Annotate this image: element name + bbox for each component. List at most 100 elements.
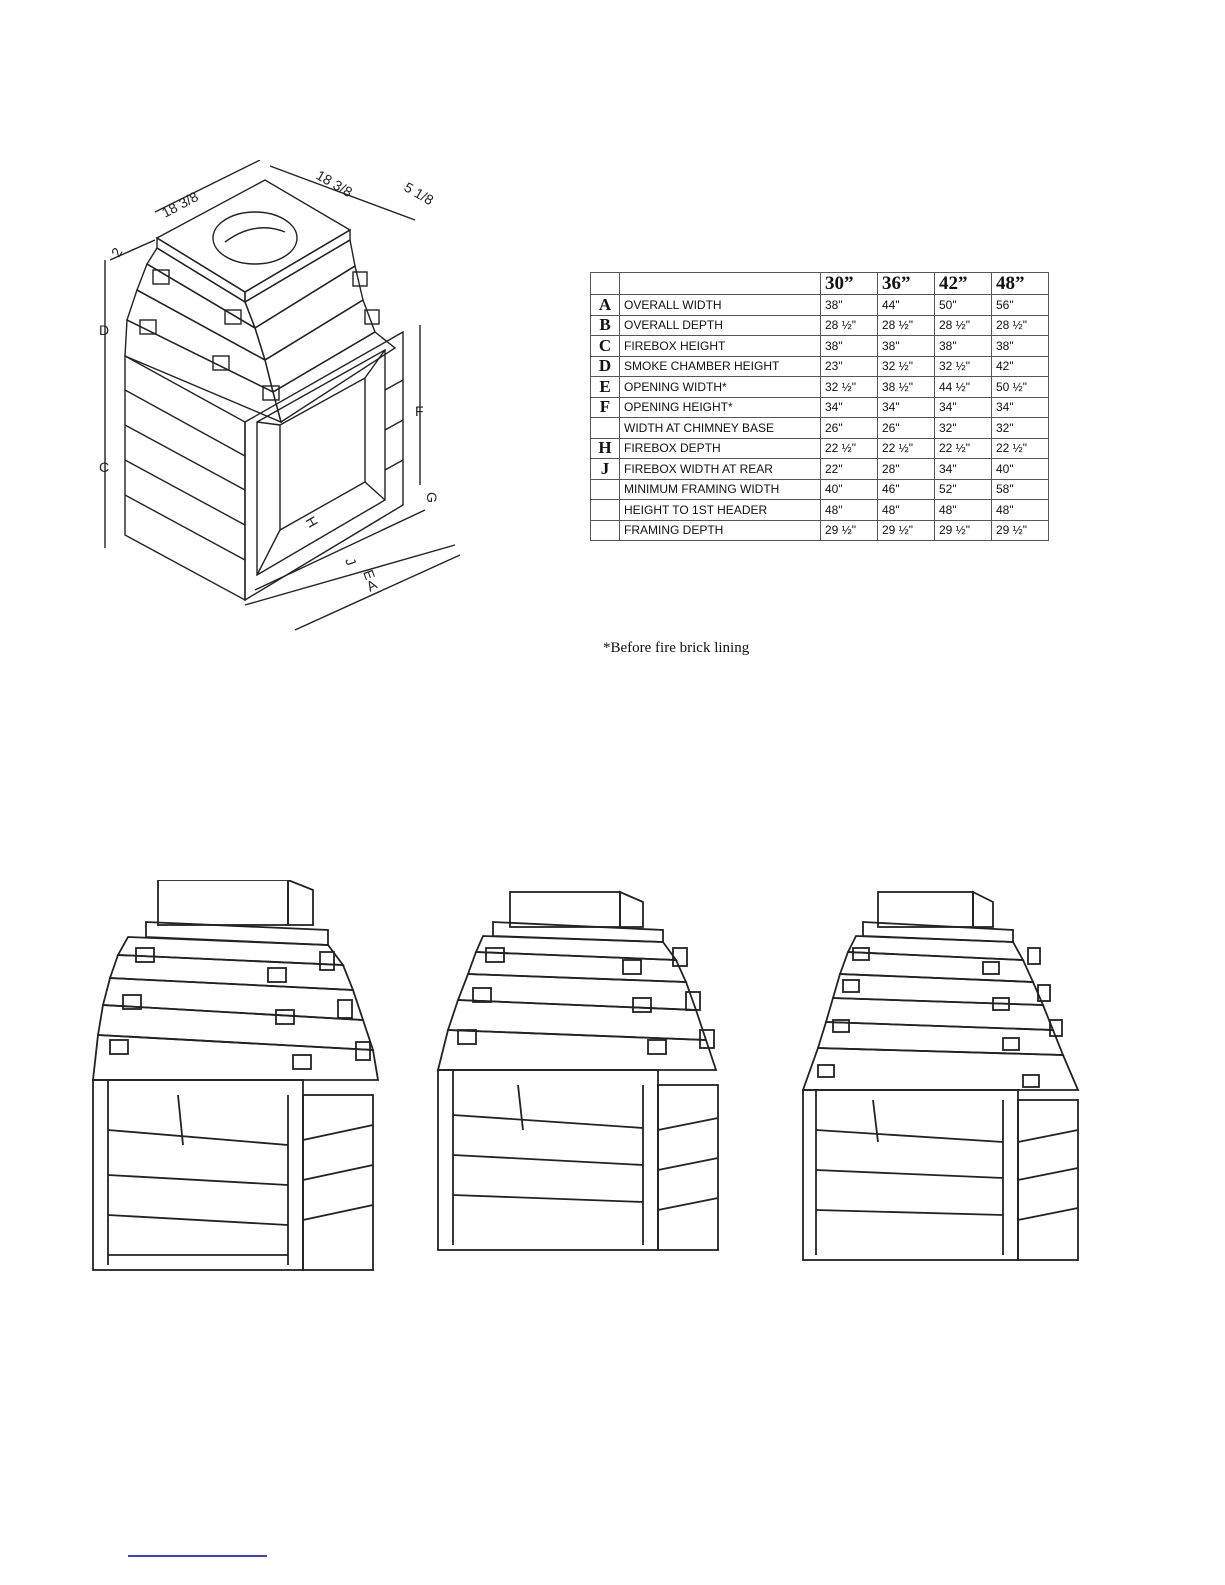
- row-value: 42": [991, 355, 1049, 377]
- row-value: 50 ½": [991, 376, 1049, 398]
- row-value: 28 ½": [877, 314, 935, 336]
- row-value: 32": [991, 417, 1049, 439]
- dim-f: F: [415, 403, 424, 419]
- footnote: *Before fire brick lining: [603, 640, 750, 656]
- row-value: 34": [991, 396, 1049, 418]
- row-label: OVERALL WIDTH: [619, 294, 821, 316]
- row-value: 44": [877, 294, 935, 316]
- front-view-2: [436, 890, 719, 1251]
- row-letter: F: [590, 396, 620, 418]
- row-label: FRAMING DEPTH: [619, 519, 821, 541]
- row-label: SMOKE CHAMBER HEIGHT: [619, 355, 821, 377]
- dim-j: J: [342, 556, 359, 568]
- row-value: 34": [877, 396, 935, 418]
- table-header-row: 30” 36” 42” 48”: [590, 272, 1049, 295]
- dim-c: C: [99, 459, 109, 475]
- row-letter: A: [590, 294, 620, 316]
- row-value: 48": [934, 499, 992, 521]
- row-value: 46": [877, 478, 935, 500]
- row-value: 26": [820, 417, 878, 439]
- row-value: 22": [820, 458, 878, 480]
- row-value: 34": [934, 458, 992, 480]
- row-value: 38 ½": [877, 376, 935, 398]
- row-value: 38": [991, 335, 1049, 357]
- row-letter: C: [590, 335, 620, 357]
- header-size-36: 36”: [877, 272, 935, 295]
- row-value: 48": [820, 499, 878, 521]
- row-value: 22 ½": [877, 437, 935, 459]
- row-value: 26": [877, 417, 935, 439]
- row-value: 34": [934, 396, 992, 418]
- row-value: 38": [877, 335, 935, 357]
- row-value: 32 ½": [877, 355, 935, 377]
- dim-d: D: [99, 322, 109, 338]
- row-letter: J: [590, 458, 620, 480]
- row-value: 29 ½": [991, 519, 1049, 541]
- firebox-opening: [256, 348, 386, 577]
- row-label: FIREBOX HEIGHT: [619, 335, 821, 357]
- dim-ledge: 5 1/8: [402, 179, 437, 209]
- row-value: 28 ½": [991, 314, 1049, 336]
- row-value: 23": [820, 355, 878, 377]
- row-label: FIREBOX WIDTH AT REAR: [619, 458, 821, 480]
- header-size-42: 42”: [934, 272, 992, 295]
- row-value: 58": [991, 478, 1049, 500]
- header-size-30: 30”: [820, 272, 878, 295]
- row-letter: H: [590, 437, 620, 459]
- front-view-1: [91, 878, 380, 1271]
- isometric-dimension-diagram: 18 3/8 18 3/8 5 1/8 2 D C F H J E A G: [95, 159, 480, 650]
- bottom-link-underline: [128, 1555, 267, 1557]
- row-label: OPENING HEIGHT*: [619, 396, 821, 418]
- front-view-3: [801, 890, 1080, 1261]
- row-label: WIDTH AT CHIMNEY BASE: [619, 417, 821, 439]
- row-label: FIREBOX DEPTH: [619, 437, 821, 459]
- row-value: 22 ½": [991, 437, 1049, 459]
- row-value: 28 ½": [934, 314, 992, 336]
- flue-opening: [212, 211, 298, 265]
- row-value: 48": [877, 499, 935, 521]
- row-label: OPENING WIDTH*: [619, 376, 821, 398]
- dim-d-small: 2: [108, 245, 126, 260]
- header-blank-2: [619, 272, 821, 295]
- row-letter: [590, 417, 620, 439]
- row-value: 38": [820, 294, 878, 316]
- row-value: 32": [934, 417, 992, 439]
- row-value: 40": [820, 478, 878, 500]
- row-value: 40": [991, 458, 1049, 480]
- row-value: 28 ½": [820, 314, 878, 336]
- row-value: 48": [991, 499, 1049, 521]
- row-value: 28": [877, 458, 935, 480]
- row-value: 29 ½": [820, 519, 878, 541]
- row-letter: [590, 519, 620, 541]
- header-size-48: 48”: [991, 272, 1049, 295]
- row-letter: D: [590, 355, 620, 377]
- row-letter: E: [590, 376, 620, 398]
- row-value: 22 ½": [934, 437, 992, 459]
- row-label: OVERALL DEPTH: [619, 314, 821, 336]
- row-label: MINIMUM FRAMING WIDTH: [619, 478, 821, 500]
- row-value: 56": [991, 294, 1049, 316]
- row-letter: [590, 499, 620, 521]
- header-blank-1: [590, 272, 620, 295]
- dim-top-left: 18 3/8: [159, 188, 201, 221]
- row-value: 29 ½": [877, 519, 935, 541]
- dim-top-right: 18 3/8: [314, 167, 356, 200]
- row-value: 29 ½": [934, 519, 992, 541]
- row-value: 52": [934, 478, 992, 500]
- row-value: 38": [820, 335, 878, 357]
- row-value: 32 ½": [934, 355, 992, 377]
- row-letter: B: [590, 314, 620, 336]
- row-label: HEIGHT TO 1ST HEADER: [619, 499, 821, 521]
- front-elevation-views: [88, 878, 1098, 1290]
